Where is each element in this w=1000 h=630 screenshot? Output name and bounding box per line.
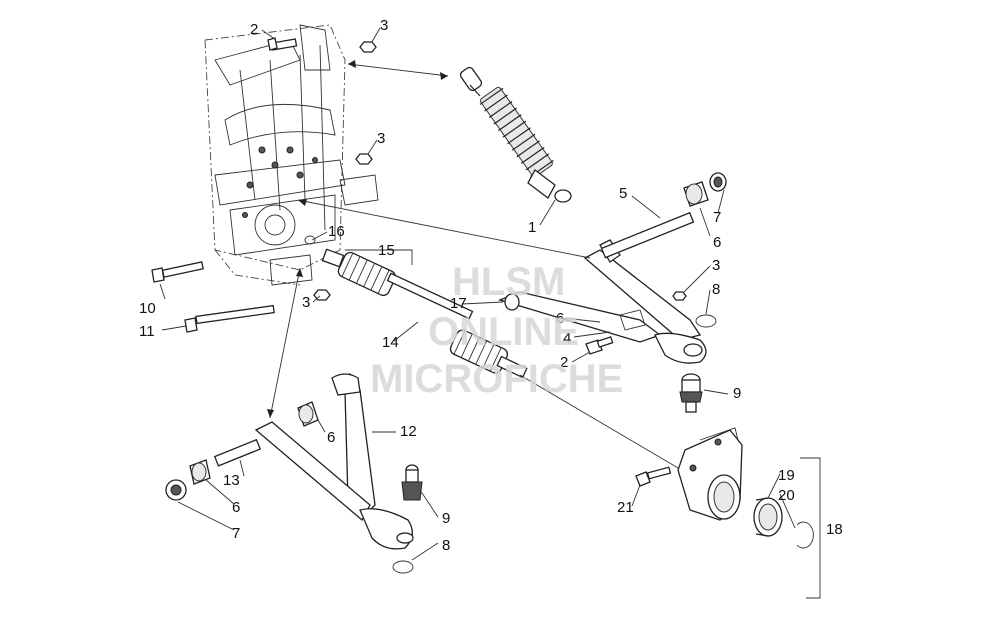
callout-7: 7 [713,209,721,226]
callout-labels: 2 3 3 1 5 7 6 16 15 3 8 10 3 17 6 4 11 1… [139,17,843,554]
bracket-18 [800,457,821,599]
callout-9: 9 [442,510,450,527]
callout-4: 4 [563,330,571,347]
shock-absorber [459,66,572,203]
nut-top [359,41,377,53]
callout-3: 3 [377,130,385,147]
callout-18: 18 [826,521,843,538]
ball-joint-lower [401,464,423,501]
callout-6: 6 [232,499,240,516]
upper-arm-arrow [297,199,591,259]
callout-6: 6 [713,234,721,251]
callout-2: 2 [250,21,258,38]
callout-19: 19 [778,467,795,484]
retainer-ring-upper [695,314,717,328]
callout-13: 13 [223,472,240,489]
watermark-line-1: HLSM [452,260,565,304]
drive-axle [321,248,528,379]
watermark-line-2: ONLINE [428,310,579,354]
lower-arm-arrow [269,267,301,419]
callout-2: 2 [560,354,568,371]
callout-15: 15 [378,242,395,259]
axle-hub-line [519,374,691,476]
lower-a-arm [254,373,414,550]
watermark-line-3: MICROFICHE [370,357,623,401]
bolt-top [267,37,298,51]
callout-11: 11 [139,323,155,340]
callout-3: 3 [712,257,720,274]
callout-8: 8 [712,281,720,298]
cross-shaft-lower [213,438,262,467]
callout-3: 3 [302,294,310,311]
bracket-15 [345,249,413,265]
retainer-ring-lower [392,560,414,574]
cross-shaft-upper [600,211,695,259]
callout-20: 20 [778,487,795,504]
nut-mid [355,153,373,165]
bushing-lower-6 [297,401,319,427]
bolt-11 [184,304,275,333]
callout-6: 6 [556,310,564,327]
bolt-upper-arm [585,336,614,355]
wheel-bearing [753,497,783,537]
callout-12: 12 [400,423,417,440]
bolt-21 [635,466,672,487]
nut-upper-arm [672,291,687,301]
bushing-lower-front [189,459,211,485]
clip-16 [304,235,316,245]
callout-21: 21 [617,499,634,516]
callout-5: 5 [619,185,627,202]
callout-17: 17 [450,295,467,312]
callout-16: 16 [328,223,345,240]
bushing-17 [504,293,520,311]
bushing-upper [683,181,709,207]
callout-10: 10 [139,300,156,317]
cap-upper [709,172,727,192]
shock-mount-arrow [347,63,449,77]
callout-9: 9 [733,385,741,402]
callout-3: 3 [380,17,388,34]
callout-8: 8 [442,537,450,554]
ball-joint-upper [679,373,703,413]
callout-7: 7 [232,525,240,542]
callout-14: 14 [382,334,399,351]
callout-6: 6 [327,429,335,446]
bolt-10 [151,261,204,283]
snap-ring [796,521,814,549]
watermark: HLSM ONLINE MICROFICHE [370,260,623,401]
callout-1: 1 [528,219,536,236]
steering-knuckle [677,427,743,521]
leader-lines [159,27,796,561]
cap-lower [165,479,187,501]
upper-a-arm [498,239,707,364]
